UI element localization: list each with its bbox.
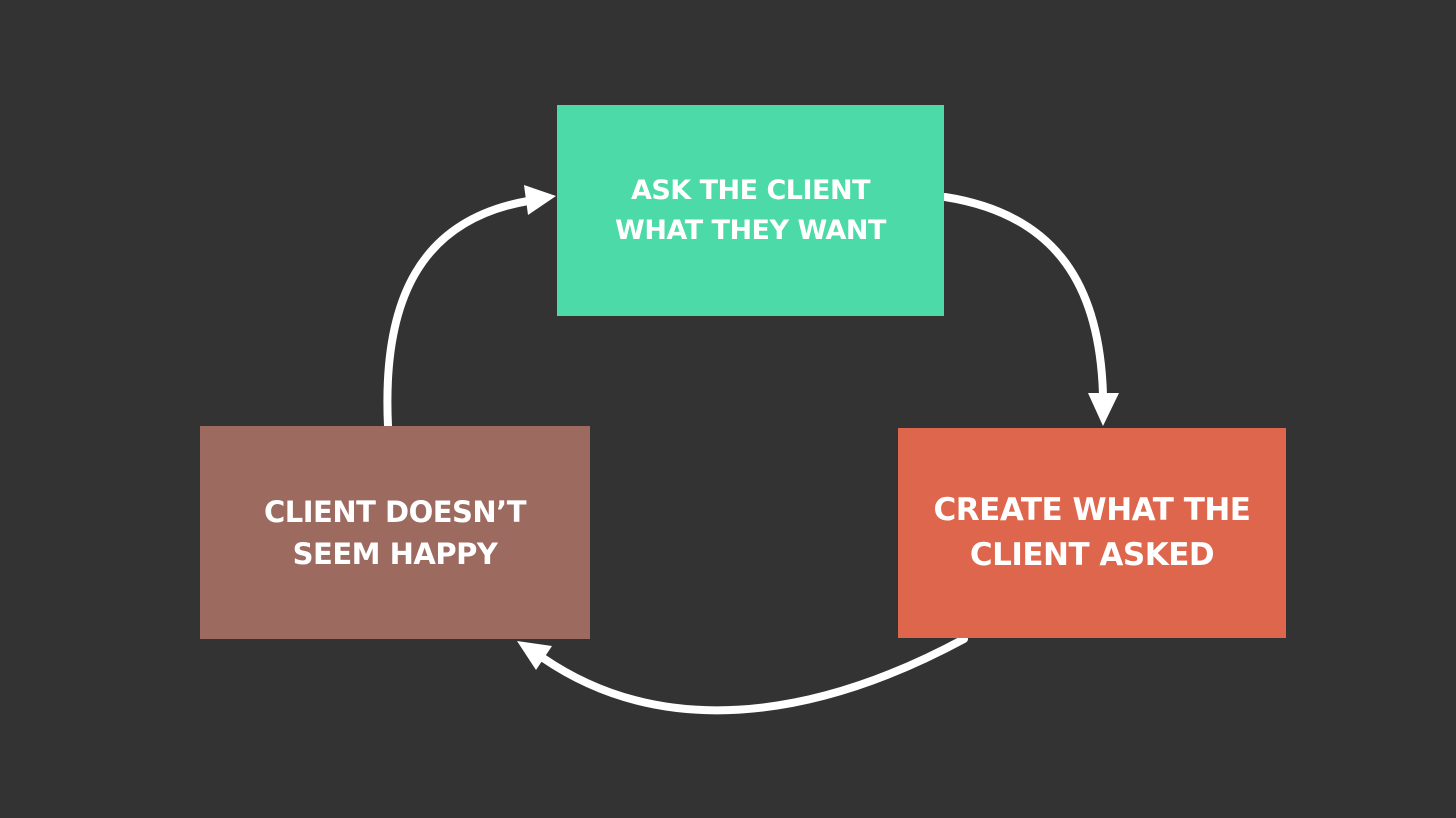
step-ask-client-line-1: ASK THE CLIENT <box>630 174 871 206</box>
step-create-label: CREATE WHAT THE CLIENT ASKED <box>924 488 1261 578</box>
step-client-unhappy-line-2: SEEM HAPPY <box>292 536 498 571</box>
step-client-unhappy-label: CLIENT DOESN’T SEEM HAPPY <box>254 491 536 575</box>
step-create-line-2: CLIENT ASKED <box>969 537 1215 573</box>
arrowhead-into-ask <box>524 185 556 215</box>
step-client-unhappy: CLIENT DOESN’T SEEM HAPPY <box>200 426 590 639</box>
arrow-unhappy-to-ask <box>383 197 532 430</box>
step-ask-client-label: ASK THE CLIENT WHAT THEY WANT <box>605 171 896 251</box>
arrowhead-into-create <box>1088 393 1119 426</box>
step-create-line-1: CREATE WHAT THE <box>933 492 1251 528</box>
arrow-create-to-unhappy <box>539 635 968 715</box>
step-ask-client: ASK THE CLIENT WHAT THEY WANT <box>557 105 944 316</box>
arrowhead-into-unhappy <box>517 641 552 670</box>
step-ask-client-line-2: WHAT THEY WANT <box>615 214 886 246</box>
step-client-unhappy-line-1: CLIENT DOESN’T <box>263 494 527 529</box>
arrow-ask-to-create <box>941 193 1107 399</box>
step-create: CREATE WHAT THE CLIENT ASKED <box>898 428 1286 638</box>
